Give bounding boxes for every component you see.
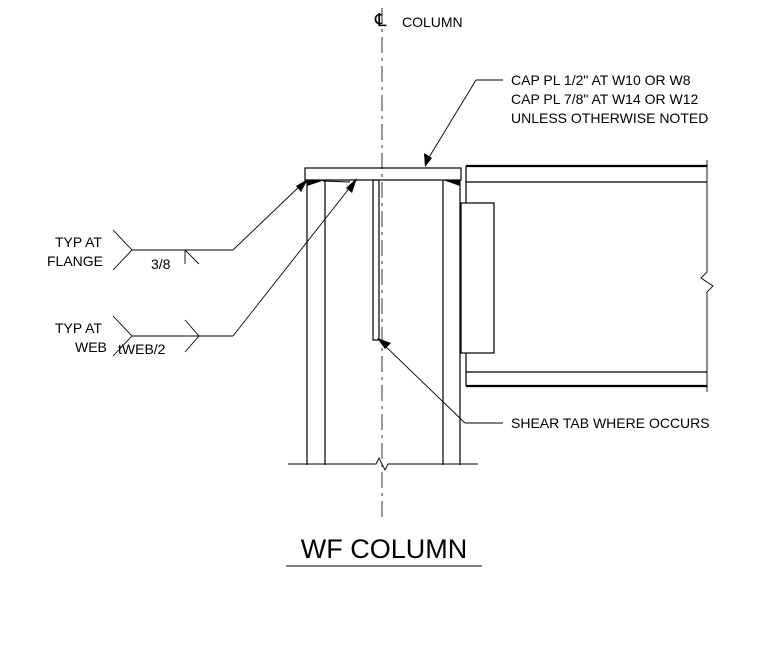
web-weld-callout: TYP AT WEB tWEB/2 xyxy=(55,320,166,357)
beam-end-plate xyxy=(460,202,495,354)
centerline-tag: ℄ COLUMN xyxy=(374,10,463,30)
web-weld-symbol xyxy=(112,178,357,357)
column-flange-left xyxy=(306,180,326,465)
centerline-symbol: ℄ xyxy=(374,10,387,30)
column-break-line xyxy=(288,456,478,472)
web-weld-tail-line-2: WEB xyxy=(75,339,107,355)
beam xyxy=(465,160,714,392)
flange-weld-callout: TYP AT FLANGE 3/8 xyxy=(47,234,171,272)
web-weld-tail-line-1: TYP AT xyxy=(55,320,102,336)
web-weld-size: tWEB/2 xyxy=(118,341,166,357)
cap-plate-note-line-1: CAP PL 1/2" AT W10 OR W8 xyxy=(511,72,691,88)
flange-weld-tail-line-1: TYP AT xyxy=(55,234,102,250)
cap-plate-note: CAP PL 1/2" AT W10 OR W8 CAP PL 7/8" AT … xyxy=(511,72,708,126)
shear-tab-note: SHEAR TAB WHERE OCCURS xyxy=(511,415,710,431)
column-flange-right xyxy=(442,180,461,465)
flange-weld-tail-line-2: FLANGE xyxy=(47,253,103,269)
cap-plate-note-line-3: UNLESS OTHERWISE NOTED xyxy=(511,110,708,126)
cap-plate-note-line-2: CAP PL 7/8" AT W14 OR W12 xyxy=(511,91,699,107)
cap-plate-leader xyxy=(424,79,503,167)
cap-plate-welds xyxy=(307,180,460,186)
centerline-label: COLUMN xyxy=(402,14,463,30)
shear-tab xyxy=(372,179,380,341)
shear-tab-leader xyxy=(377,338,503,424)
cap-plate xyxy=(304,167,462,181)
flange-weld-symbol xyxy=(112,179,308,271)
drawing-title: WF COLUMN xyxy=(301,534,467,564)
flange-weld-size: 3/8 xyxy=(151,256,171,272)
